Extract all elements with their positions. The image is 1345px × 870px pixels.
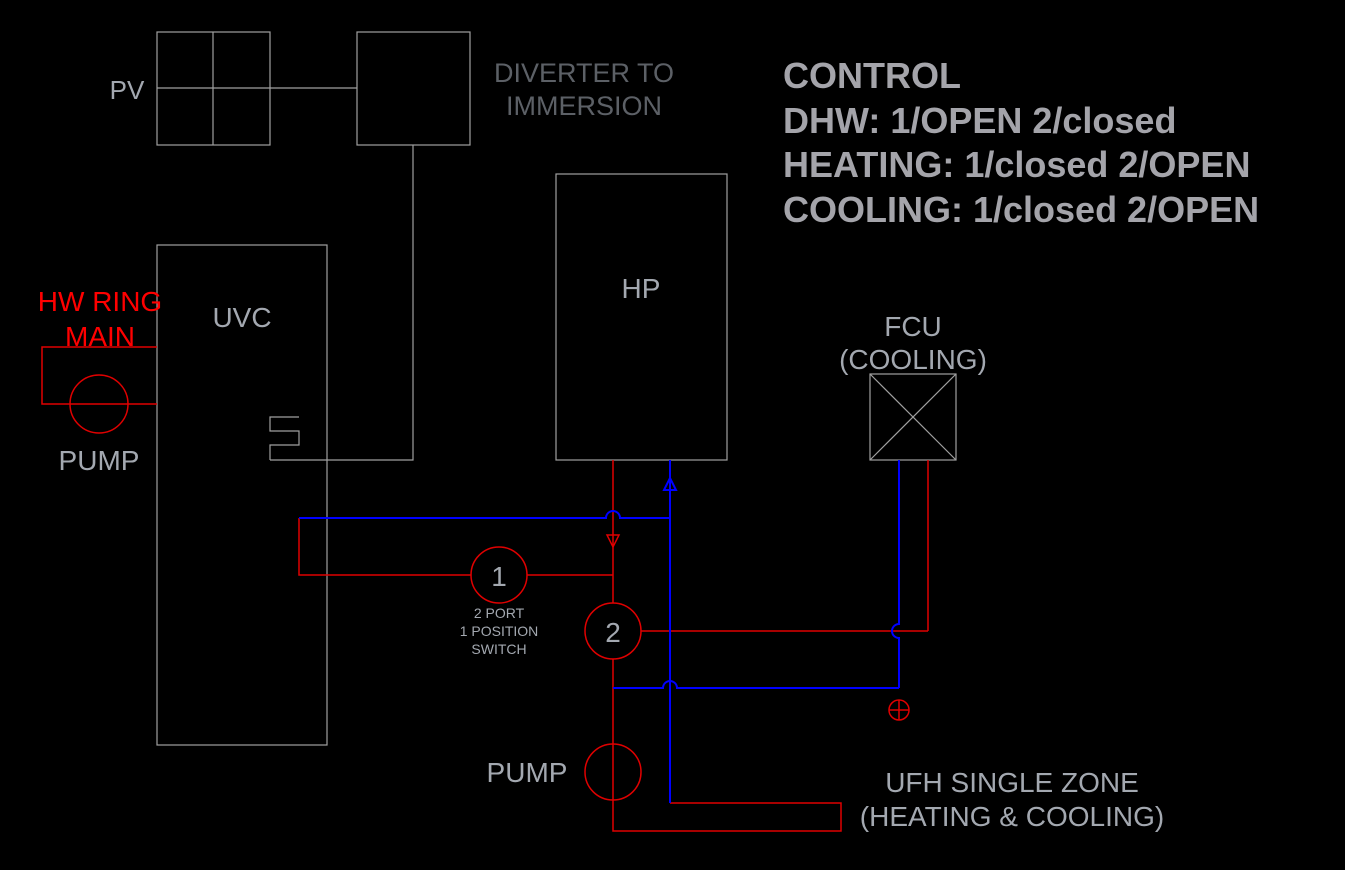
hw-ring-label-2: MAIN (65, 321, 135, 352)
control-title: CONTROL (783, 55, 961, 96)
hp-label: HP (622, 273, 661, 304)
valve-1-label: 1 (491, 561, 507, 592)
hw-ring-label-1: HW RING (38, 286, 162, 317)
return-arrow-up-icon (662, 475, 678, 491)
pump-bottom-label: PUMP (487, 757, 568, 788)
immersion-cable (270, 145, 414, 461)
ufh-label-1: UFH SINGLE ZONE (885, 767, 1139, 798)
control-legend: CONTROL DHW: 1/OPEN 2/closed HEATING: 1/… (783, 55, 1259, 230)
immersion-element (269, 416, 300, 460)
pv-array (156, 31, 271, 146)
hw-ring-main (41, 346, 157, 434)
fcu-label-2: (COOLING) (839, 344, 987, 375)
flow-pipework (298, 460, 929, 832)
control-line-cooling: COOLING: 1/closed 2/OPEN (783, 189, 1259, 230)
control-line-heating: HEATING: 1/closed 2/OPEN (783, 144, 1250, 185)
diverter-label-1: DIVERTER TO (494, 58, 674, 88)
valve-2: 2 (584, 602, 642, 660)
control-line-dhw: DHW: 1/OPEN 2/closed (783, 100, 1176, 141)
valve-note-1: 2 PORT (474, 605, 525, 621)
diverter-box (356, 31, 471, 146)
valve-2-label: 2 (605, 617, 621, 648)
ufh-label-2: (HEATING & COOLING) (860, 801, 1164, 832)
valve-1: 1 (470, 546, 528, 604)
uvc-cylinder (156, 244, 328, 746)
hw-ring-pump-icon (69, 374, 129, 434)
flow-arrow-down-icon (605, 534, 621, 549)
ufh-pump-icon (584, 743, 642, 801)
diverter-label-2: IMMERSION (506, 91, 662, 121)
pump-left-label: PUMP (59, 445, 140, 476)
pv-label: PV (110, 75, 145, 105)
return-pipework (299, 460, 900, 803)
valve-note-3: SWITCH (471, 641, 526, 657)
heat-pump-box (555, 173, 728, 461)
uvc-label: UVC (212, 302, 271, 333)
fcu-label-1: FCU (884, 311, 942, 342)
drain-point-icon (888, 699, 910, 721)
fcu-unit (869, 373, 957, 461)
valve-note-2: 1 POSITION (460, 623, 539, 639)
